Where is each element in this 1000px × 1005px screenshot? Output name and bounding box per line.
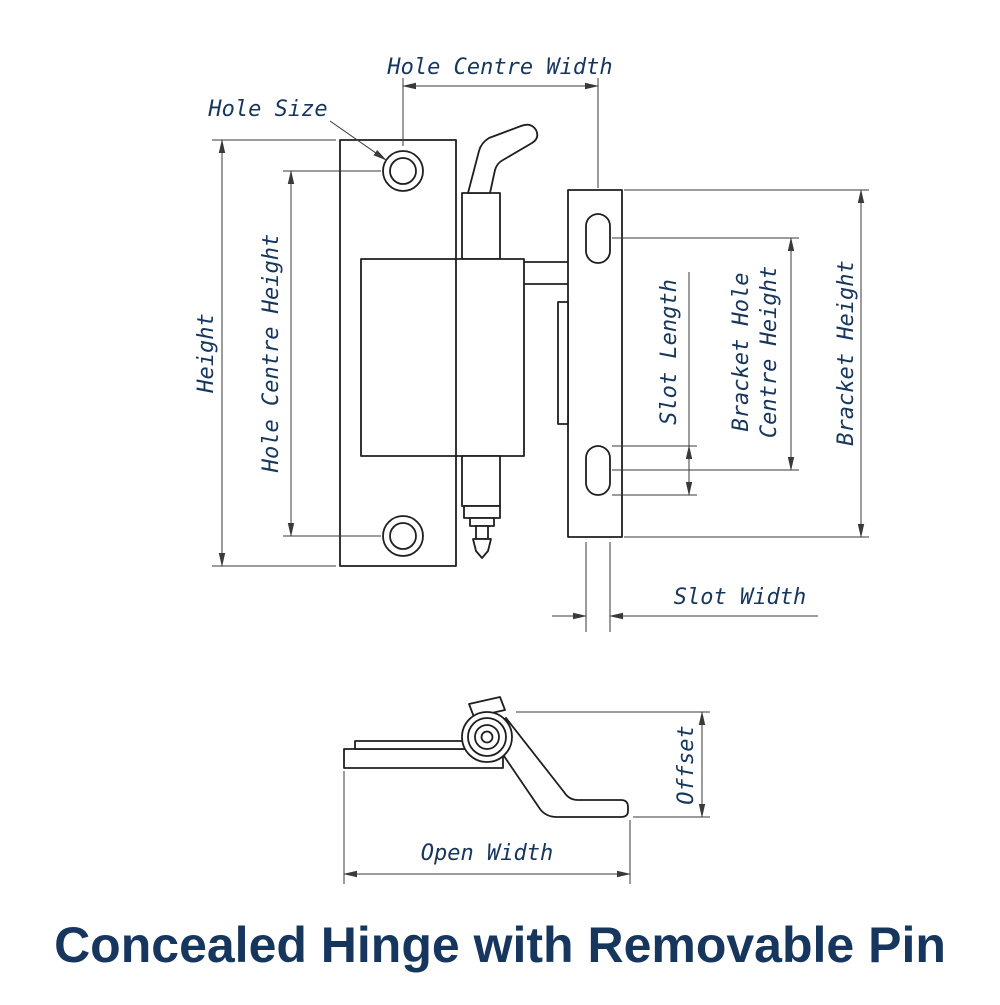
leader-hole-size bbox=[329, 120, 387, 161]
dim-label-bracket-hole-centre-height-1: Bracket Hole bbox=[729, 273, 754, 432]
dim-label-hole-centre-width: Hole Centre Width bbox=[386, 55, 612, 80]
pin-flange bbox=[463, 505, 501, 519]
pin-shaft bbox=[475, 525, 489, 540]
diagram-title: Concealed Hinge with Removable Pin bbox=[54, 917, 946, 973]
front-view bbox=[339, 123, 623, 567]
dim-label-offset: Offset bbox=[674, 725, 699, 804]
dim-label-hole-centre-height: Hole Centre Height bbox=[259, 234, 284, 473]
side-plate-top bbox=[354, 740, 471, 750]
dim-label-bracket-hole-centre-height-2: Centre Height bbox=[757, 266, 782, 438]
removable-pin-lever bbox=[467, 123, 539, 194]
pin-barrel-top bbox=[461, 192, 501, 260]
knuckle-pin-centre bbox=[480, 730, 494, 744]
hinge-body bbox=[360, 258, 525, 457]
pin-washer bbox=[469, 517, 495, 527]
bracket-slot-bottom bbox=[585, 445, 611, 496]
pin-tip bbox=[472, 538, 492, 559]
mounting-hole-top-inner bbox=[389, 157, 417, 185]
dim-label-bracket-height: Bracket Height bbox=[834, 260, 859, 445]
offset-bracket-strap bbox=[488, 717, 629, 818]
dim-label-hole-size: Hole Size bbox=[207, 97, 327, 122]
pin-head-side bbox=[468, 696, 506, 718]
dimensions-side: Offset Open Width bbox=[343, 711, 710, 884]
mounting-hole-bottom-inner bbox=[389, 522, 417, 550]
side-view bbox=[343, 696, 629, 818]
bracket-slot-top bbox=[585, 213, 611, 264]
dim-label-height: Height bbox=[194, 313, 219, 393]
dimensions-front: Hole Centre Width Hole Size Height Hole … bbox=[194, 55, 869, 632]
pin-barrel-bottom bbox=[461, 455, 501, 507]
dim-label-slot-width: Slot Width bbox=[674, 585, 806, 610]
leaf-edge bbox=[557, 301, 569, 425]
dim-label-open-width: Open Width bbox=[421, 841, 553, 866]
dim-label-slot-length: Slot Length bbox=[657, 279, 682, 425]
